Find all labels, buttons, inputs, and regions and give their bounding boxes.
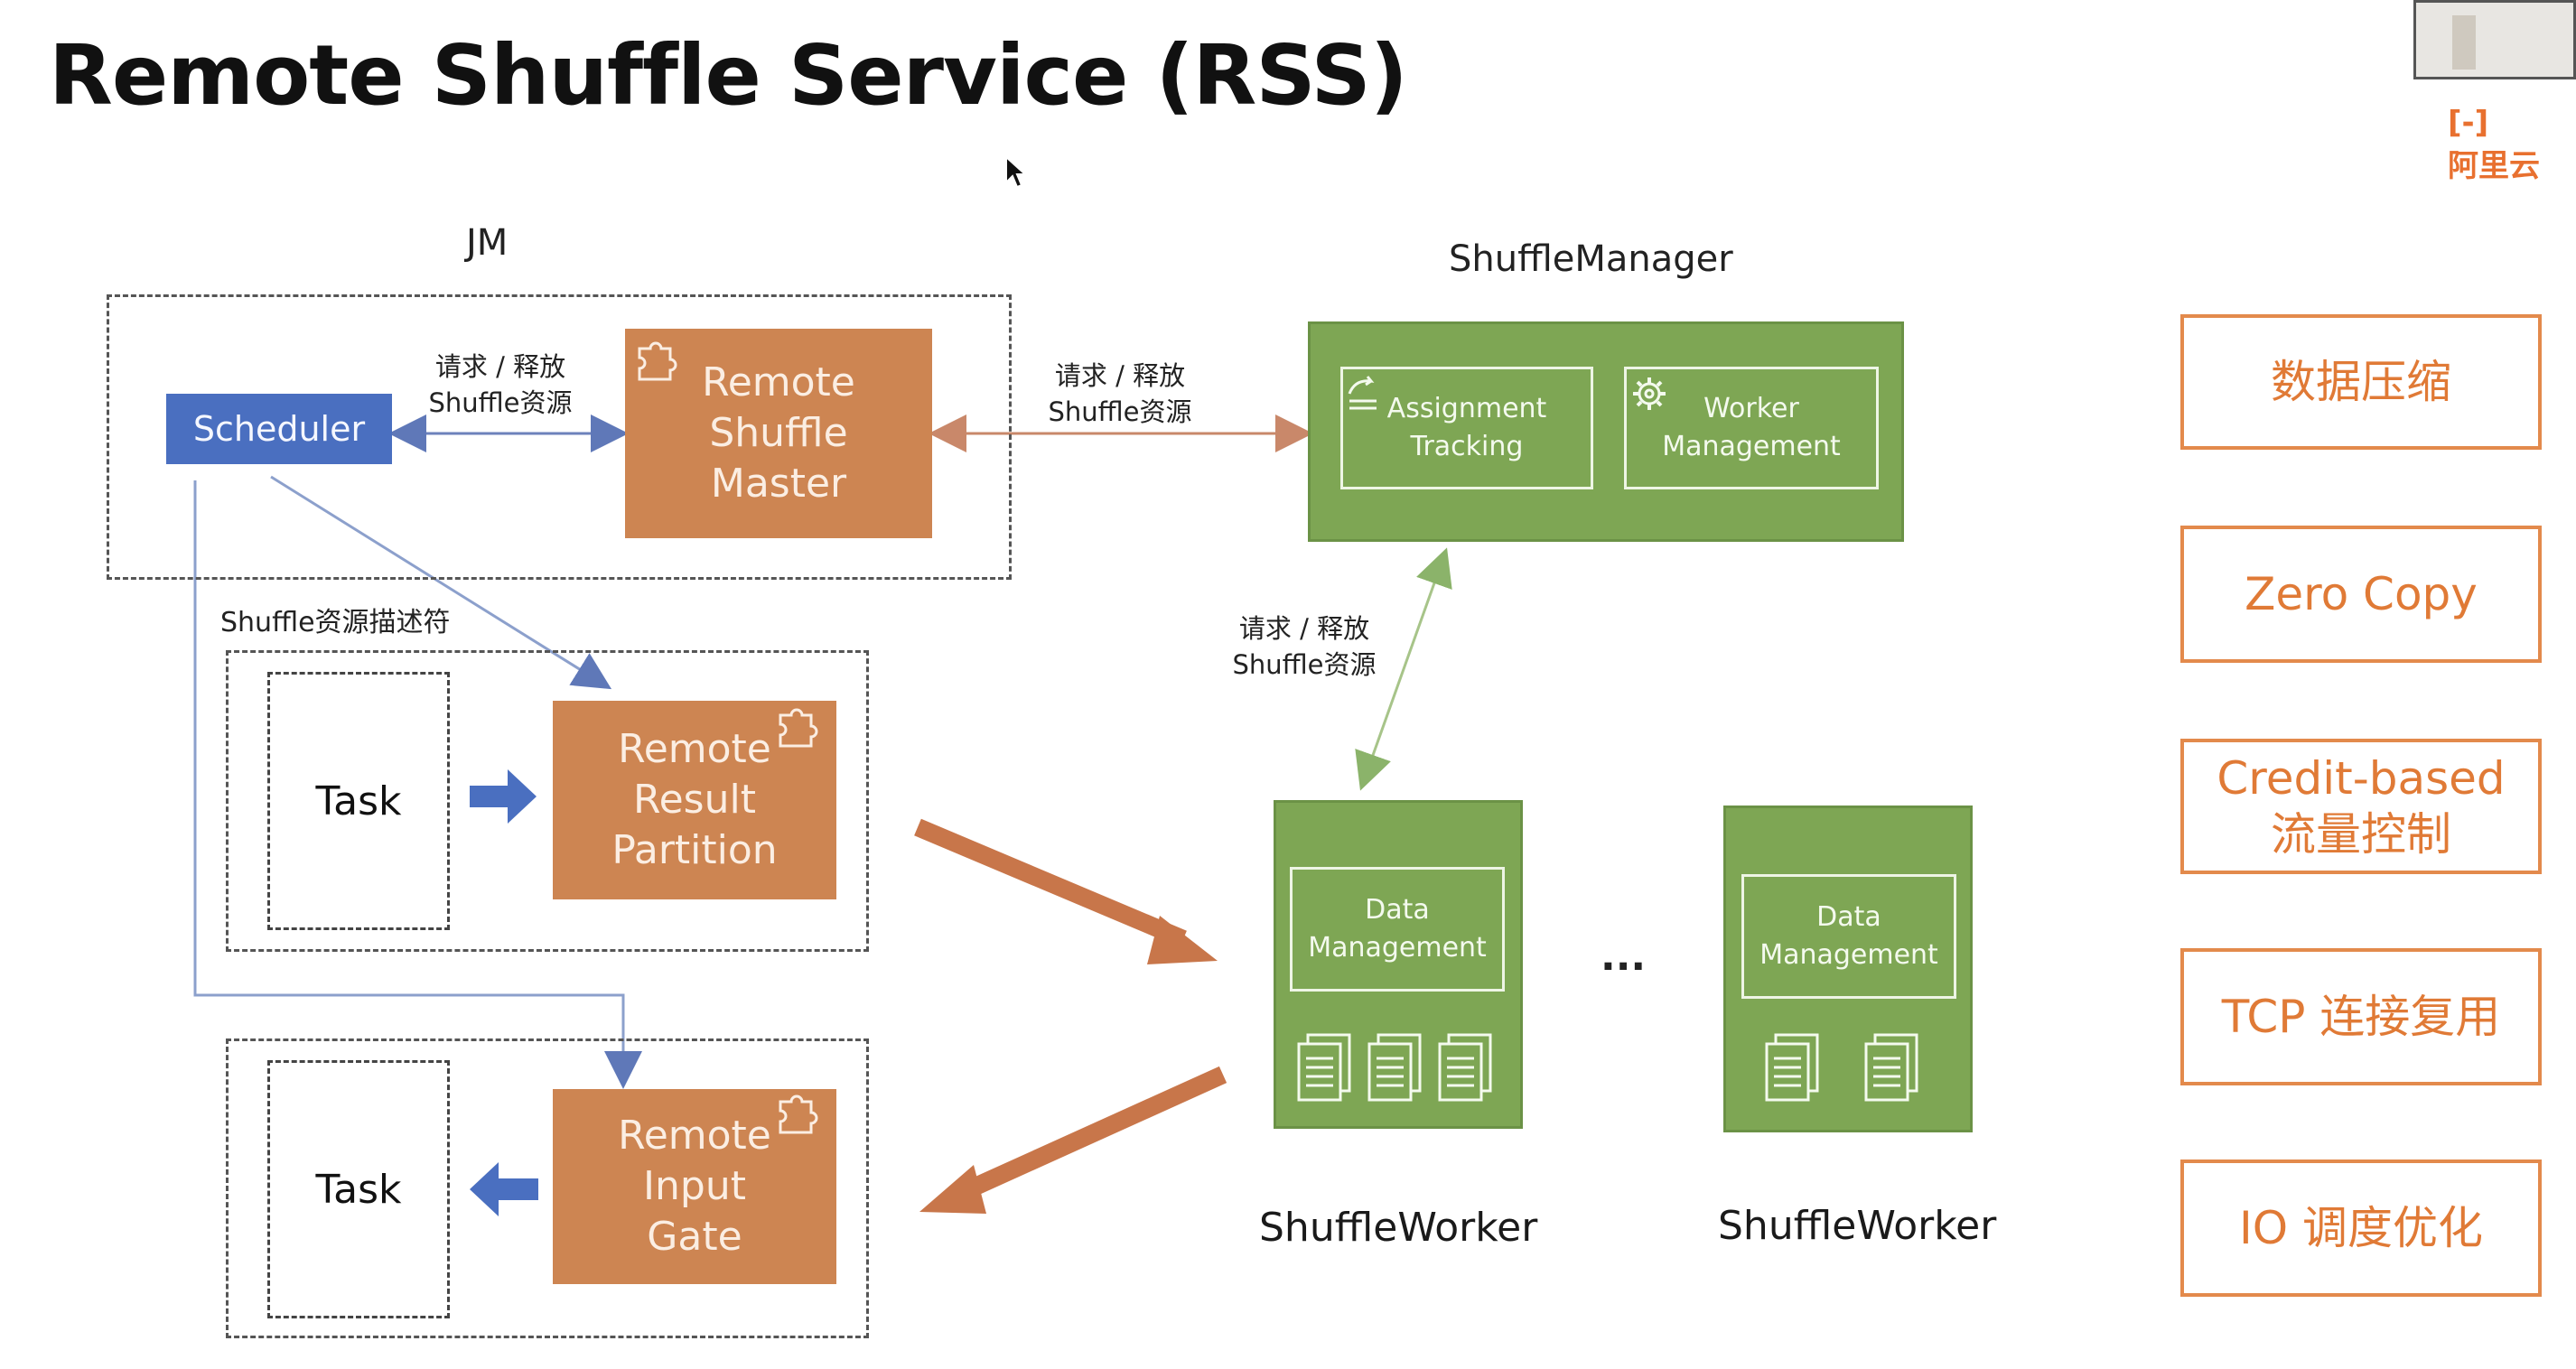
data-mgmt-1-line-2: Management [1308, 932, 1487, 964]
manager-request-label: 请求 / 释放 Shuffle资源 [1030, 358, 1210, 430]
master-line-2: Shuffle [709, 410, 848, 456]
document-icon [1765, 1033, 1819, 1102]
manager-request-line1: 请求 / 释放 [1054, 360, 1186, 391]
data-mgmt-1-line-1: Data [1365, 894, 1430, 926]
assignment-tracking-icon [1348, 376, 1377, 410]
webcam-thumbnail [2413, 0, 2576, 79]
worker-request-line2: Shuffle资源 [1232, 649, 1377, 680]
assignment-line-2: Tracking [1410, 431, 1524, 462]
descriptor-label: Shuffle资源描述符 [220, 607, 451, 638]
remote-result-partition-box: Remote Result Partition [553, 701, 836, 899]
shuffle-worker-box-2 [1723, 806, 1973, 1132]
master-line-3: Master [710, 461, 847, 507]
assignment-line-1: Assignment [1386, 393, 1547, 424]
gate-line-1: Remote [618, 1113, 771, 1159]
workers-ellipsis: ... [1601, 934, 1647, 980]
logo-text: 阿里云 [2448, 148, 2540, 184]
worker-to-gate-arrow-shaft [955, 1066, 1227, 1203]
worker-request-line1: 请求 / 释放 [1238, 613, 1370, 644]
puzzle-icon [779, 1094, 818, 1134]
worker-request-label: 请求 / 释放 Shuffle资源 [1214, 610, 1395, 683]
gate-to-task-arrow [470, 1162, 538, 1216]
document-icon [1367, 1033, 1422, 1102]
shuffle-manager-label: ShuffleManager [1449, 238, 1733, 280]
document-icon [1297, 1033, 1351, 1102]
puzzle-icon [638, 341, 677, 381]
feature-credit-flow-control: Credit-based 流量控制 [2180, 739, 2542, 874]
gate-line-2: Input [643, 1163, 746, 1209]
manager-request-line2: Shuffle资源 [1048, 396, 1192, 427]
jm-request-line2: Shuffle资源 [428, 387, 573, 418]
worker-mgmt-line-2: Management [1662, 431, 1841, 462]
gear-icon [1633, 377, 1666, 410]
partition-line-3: Partition [611, 827, 778, 873]
task-box-top: Task [267, 672, 450, 930]
shuffle-manager-box [1308, 321, 1904, 542]
jm-container [107, 294, 1012, 580]
puzzle-icon [779, 708, 818, 748]
master-line-1: Remote [702, 359, 855, 405]
worker-management-box: Worker Management [1624, 367, 1879, 489]
task-group-top [226, 650, 869, 952]
task-box-bottom: Task [267, 1060, 450, 1318]
feature-tcp-connection-reuse: TCP 连接复用 [2180, 948, 2542, 1085]
data-mgmt-2-line-2: Management [1759, 939, 1938, 971]
logo-mark: [-] [2448, 105, 2489, 141]
partition-to-worker-arrow-shaft [914, 818, 1187, 948]
shuffle-worker-label-1: ShuffleWorker [1259, 1205, 1538, 1251]
feature-io-scheduling: IO 调度优化 [2180, 1159, 2542, 1297]
task-group-bottom [226, 1038, 869, 1338]
feature-data-compression: 数据压缩 [2180, 314, 2542, 450]
partition-to-worker-arrow-head [1147, 916, 1218, 964]
aliyun-logo: [-] 阿里云 [2448, 105, 2576, 185]
task-to-partition-arrow [470, 769, 537, 824]
mouse-cursor-icon [1005, 155, 1028, 189]
scheduler-box: Scheduler [166, 394, 392, 464]
data-management-box-2: Data Management [1741, 874, 1956, 999]
jm-request-label: 请求 / 释放 Shuffle资源 [410, 349, 591, 421]
data-management-box-1: Data Management [1290, 867, 1505, 992]
assignment-tracking-box: Assignment Tracking [1340, 367, 1593, 489]
partition-line-2: Result [633, 777, 756, 823]
remote-input-gate-box: Remote Input Gate [553, 1089, 836, 1284]
page-title: Remote Shuffle Service (RSS) [49, 27, 1408, 124]
shuffle-worker-label-2: ShuffleWorker [1718, 1203, 1997, 1249]
document-icon [1438, 1033, 1492, 1102]
partition-line-1: Remote [618, 726, 771, 772]
feature-zero-copy: Zero Copy [2180, 526, 2542, 663]
worker-mgmt-line-1: Worker [1703, 393, 1799, 424]
data-mgmt-2-line-1: Data [1816, 901, 1881, 933]
worker-to-gate-arrow-head [919, 1165, 986, 1214]
document-icon [1864, 1033, 1918, 1102]
jm-request-line1: 请求 / 释放 [434, 351, 566, 382]
gate-line-3: Gate [647, 1214, 742, 1260]
manager-worker-link [1355, 547, 1452, 791]
jm-label: JM [466, 222, 509, 264]
